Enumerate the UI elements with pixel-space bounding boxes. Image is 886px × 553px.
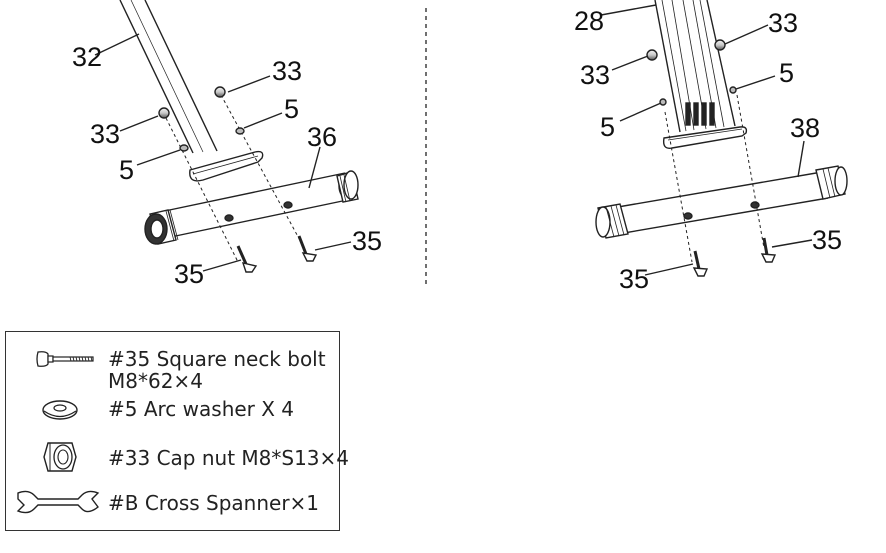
- right-washer-a: [659, 98, 667, 106]
- right-cap-nut-b: [714, 39, 726, 51]
- callout-left-bolt-right: 35: [352, 226, 382, 256]
- left-upright-tube: [119, 0, 218, 154]
- right-cap-nut-a: [646, 49, 658, 61]
- callout-right-stabilizer: 38: [790, 113, 820, 143]
- callout-left-washer-left: 5: [119, 155, 134, 185]
- callout-right-washer-right: 5: [779, 58, 794, 88]
- callout-left-stabilizer: 36: [307, 122, 337, 152]
- callout-right-bolt-left: 35: [619, 264, 649, 294]
- right-washer-b: [729, 86, 737, 94]
- right-assembly: [595, 0, 848, 277]
- legend-bolt-line1: #35 Square neck bolt: [108, 347, 326, 371]
- parts-legend: #35 Square neck bolt M8*62×4 #5 Arc wash…: [5, 331, 349, 531]
- square-neck-bolt-icon: [36, 351, 94, 367]
- right-bolt-a: [692, 250, 709, 277]
- callout-right-nut-left: 33: [580, 60, 610, 90]
- left-washer-b: [235, 127, 245, 135]
- left-bolt-a: [236, 245, 258, 273]
- cap-nut-icon: [43, 442, 77, 472]
- callout-left-nut-left: 33: [90, 119, 120, 149]
- callout-left-bolt-left: 35: [174, 259, 204, 289]
- left-bolt-b: [297, 235, 318, 262]
- left-assembly: [94, 0, 359, 273]
- arc-washer-icon: [42, 400, 78, 420]
- left-cap-nut-b: [214, 86, 226, 98]
- callout-right-nut-right: 33: [768, 8, 798, 38]
- left-stabilizer-tube: [144, 170, 359, 245]
- legend-washer-text: #5 Arc washer X 4: [108, 397, 295, 421]
- right-guide-lines: [664, 94, 765, 263]
- left-cap-nut-a: [158, 107, 170, 119]
- cross-spanner-icon: [16, 490, 100, 514]
- legend-nut-text: #33 Cap nut M8*S13×4: [108, 446, 349, 470]
- right-upright-frame: [654, 0, 736, 133]
- legend-bolt-line2: M8*62×4: [108, 369, 203, 393]
- right-bolt-b: [760, 237, 777, 263]
- left-guide-lines: [165, 94, 303, 263]
- callout-left-washer-right: 5: [284, 94, 299, 124]
- left-bracket-plate: [189, 150, 264, 182]
- callout-right-washer-left: 5: [600, 112, 615, 142]
- legend-spanner-text: #B Cross Spanner×1: [108, 491, 320, 515]
- callout-right-upright: 28: [574, 6, 604, 36]
- callout-left-upright: 32: [72, 42, 102, 72]
- left-washer-a: [179, 144, 189, 152]
- callout-right-bolt-right: 35: [812, 225, 842, 255]
- right-stabilizer-tube: [595, 165, 848, 239]
- callout-left-nut-top: 33: [272, 56, 302, 86]
